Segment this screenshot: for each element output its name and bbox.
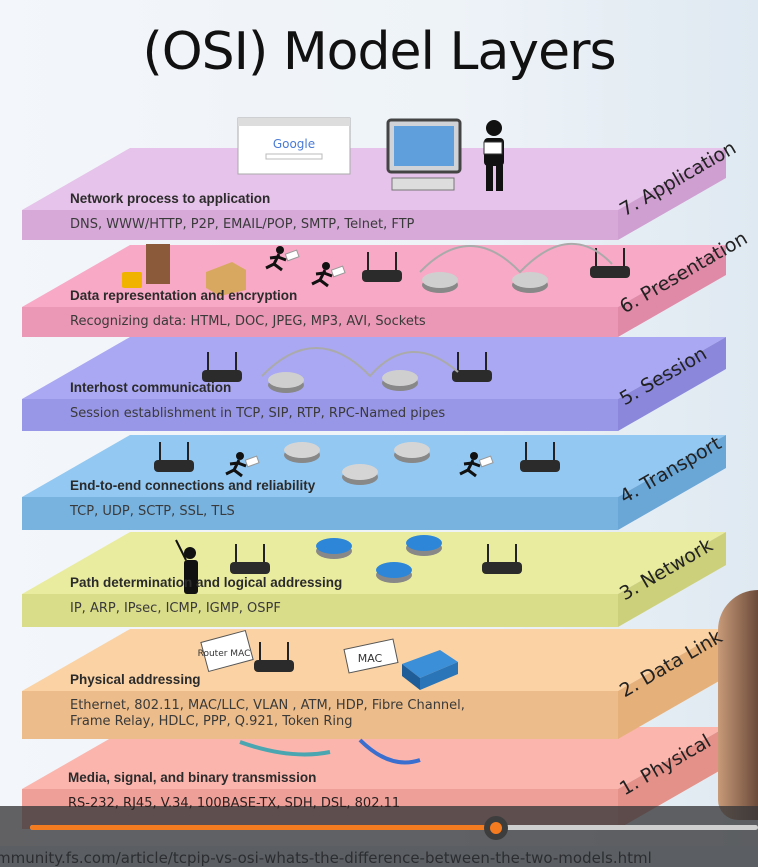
mac-tag-icon: MAC [343, 638, 399, 674]
video-controls [0, 806, 758, 846]
switch-router-icon [394, 442, 430, 463]
switch-router-icon [406, 535, 442, 556]
bridge-icon [419, 242, 613, 274]
router-icon [482, 544, 522, 574]
switch-router-icon [382, 370, 418, 391]
running-person-icon [225, 452, 260, 478]
layer-7 [22, 148, 726, 240]
door-icon [146, 244, 170, 284]
layer-side-face [618, 727, 726, 829]
layer-front-face [22, 210, 618, 240]
layer-top-face [22, 727, 726, 789]
layer-top-face [22, 148, 726, 210]
layer-side-face [618, 337, 726, 431]
page-title: (OSI) Model Layers [142, 22, 616, 82]
running-person-icon [459, 452, 494, 478]
ethernet-cable-icon [358, 738, 421, 765]
layer-front-face [22, 691, 618, 739]
lock-icon [122, 272, 142, 288]
running-person-icon [311, 262, 346, 288]
router-icon [254, 642, 294, 672]
user-with-mail-icon [483, 120, 504, 191]
layer-side-face [618, 435, 726, 530]
layer-side-face [618, 245, 726, 337]
layer-top-face [22, 435, 726, 497]
router-mac-label: Router MAC [198, 649, 251, 659]
switch-router-icon [268, 372, 304, 393]
browser-window-icon: Google [237, 117, 351, 175]
router-icon [202, 352, 242, 382]
router-icon [362, 252, 402, 282]
computer-icon [386, 118, 462, 191]
router-icon [452, 352, 492, 382]
layer-6 [22, 245, 726, 337]
layer-top-face [22, 337, 726, 399]
progress-scrubber[interactable] [483, 816, 508, 840]
switch-router-icon [422, 272, 458, 293]
router-icon [154, 442, 194, 472]
switch-router-icon [376, 562, 412, 583]
switch-router-icon [512, 272, 548, 293]
layer-4 [22, 435, 726, 530]
running-person-icon [265, 246, 300, 272]
layer-front-face [22, 307, 618, 337]
router-mac-tag-icon: Router MAC [198, 629, 254, 673]
router-icon [230, 544, 270, 574]
layer-side-face [618, 148, 726, 240]
box-icon [206, 262, 246, 296]
mac-label: MAC [358, 652, 383, 665]
layer-2 [22, 629, 726, 739]
progress-track[interactable] [30, 816, 758, 840]
layer-5 [22, 337, 726, 431]
switch-router-icon [342, 464, 378, 485]
switch-icon [402, 650, 458, 678]
progress-fill [30, 825, 496, 830]
layer-front-face [22, 594, 618, 627]
source-url-bar: mmunity.fs.com/article/tcpip-vs-osi-what… [0, 846, 758, 867]
layer-top-face [22, 532, 726, 594]
switch-icon-side [402, 664, 420, 690]
layer-side-face [618, 629, 726, 739]
layer-side-face [618, 532, 726, 627]
presenter-silhouette [718, 590, 758, 820]
layer-3 [22, 532, 726, 627]
fiber-cable-icon [239, 740, 331, 757]
switch-icon-front [420, 662, 458, 690]
router-icon [520, 442, 560, 472]
layer-front-face [22, 497, 618, 530]
google-logo: Google [273, 137, 315, 151]
source-url: mmunity.fs.com/article/tcpip-vs-osi-what… [0, 849, 652, 867]
switch-router-icon [284, 442, 320, 463]
person-with-flag-icon [175, 539, 198, 594]
switch-router-icon [316, 538, 352, 559]
bridge-icon [261, 347, 459, 378]
layer-front-face [22, 399, 618, 431]
